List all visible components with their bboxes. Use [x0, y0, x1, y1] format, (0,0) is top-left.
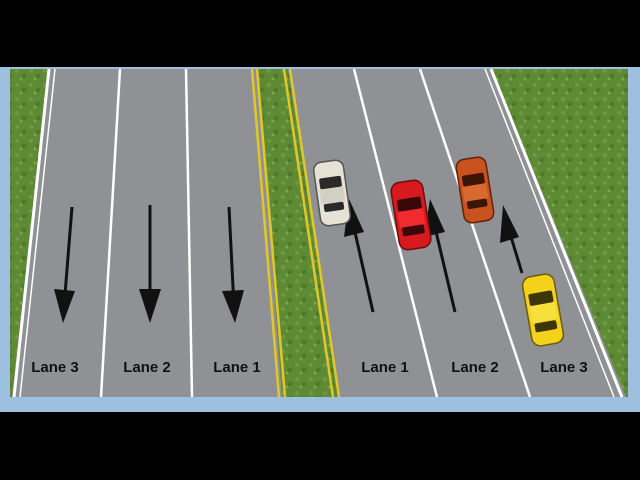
- right-lane-divider: [418, 68, 532, 398]
- left-center-line: [255, 68, 287, 398]
- right-edge-line: [489, 68, 624, 398]
- right-lane-1-label: Lane 1: [361, 359, 409, 376]
- down-arrow-lane-1: [222, 206, 244, 323]
- orange-car: [455, 156, 495, 224]
- left-lane-divider: [184, 68, 194, 398]
- right-edge-line: [484, 68, 615, 398]
- right-center-line: [282, 68, 335, 398]
- yellow-car: [521, 273, 565, 347]
- highway-lanes-diagram: Lane 3 Lane 2 Lane 1 Lane 1 Lane 2 Lane …: [0, 67, 640, 412]
- right-lane-2-label: Lane 2: [451, 359, 499, 376]
- red-car: [390, 179, 432, 251]
- right-center-line: [288, 68, 341, 398]
- left-center-line: [250, 68, 281, 398]
- left-lane-1-label: Lane 1: [213, 359, 261, 376]
- diagram-frame: Lane 3 Lane 2 Lane 1 Lane 1 Lane 2 Lane …: [0, 67, 640, 412]
- down-arrow-lane-2: [139, 205, 161, 323]
- left-lane-3-label: Lane 3: [31, 359, 79, 376]
- right-lane-3-label: Lane 3: [540, 359, 588, 376]
- left-edge-line-inner: [19, 68, 56, 398]
- left-lane-2-label: Lane 2: [123, 359, 171, 376]
- up-arrow-lane-3: [500, 205, 524, 274]
- down-arrow-lane-3: [54, 206, 75, 323]
- right-lane-divider: [352, 68, 439, 398]
- left-lane-divider: [99, 68, 122, 398]
- left-edge-line: [12, 68, 51, 398]
- left-roadway: [12, 69, 282, 397]
- white-car: [312, 159, 352, 227]
